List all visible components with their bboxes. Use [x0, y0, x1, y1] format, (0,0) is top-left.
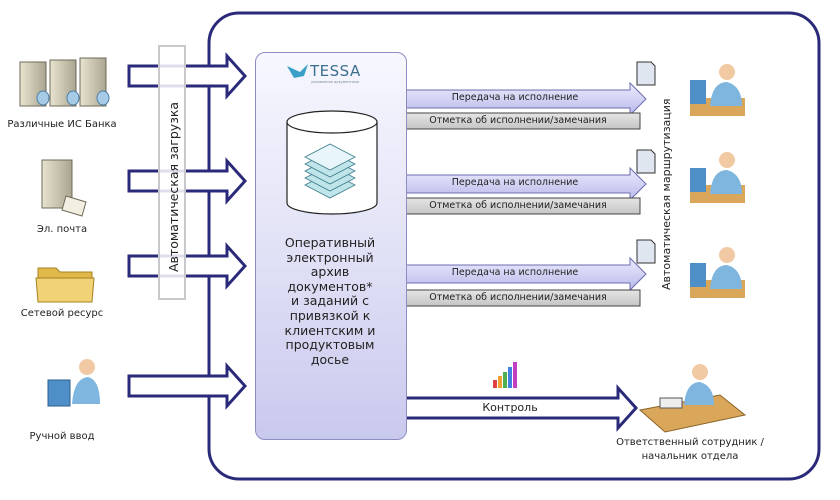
employee-icon — [690, 247, 745, 298]
auto-routing-label: Автоматическая маршрутизация — [660, 98, 673, 290]
servers-icon — [19, 57, 110, 107]
archive-line: досье — [310, 351, 350, 367]
recipient-label: начальник отдела — [641, 451, 739, 462]
archive-line: Оперативный — [284, 235, 376, 250]
folder-icon — [35, 267, 95, 303]
manager-at-desk-icon — [638, 364, 747, 433]
control-label: Контроль — [482, 401, 538, 414]
source-label: Сетевой ресурс — [20, 308, 104, 319]
source-label: Ручной ввод — [29, 431, 95, 442]
mail-server-icon — [41, 159, 87, 217]
chart-icon — [493, 362, 517, 388]
control-arrow — [397, 384, 639, 432]
archive-line: электронный — [286, 249, 374, 265]
document-icon — [636, 239, 656, 264]
employee-icons — [638, 64, 747, 433]
document-icon — [636, 61, 656, 86]
archive-line: и заданий с — [291, 293, 369, 309]
input-arrow — [127, 362, 248, 410]
back-label: Отметка об исполнении/замечания — [429, 292, 607, 303]
tessa-logo-subtitle: управление документами — [311, 80, 359, 84]
forward-arrow — [398, 166, 647, 202]
forward-label: Передача на исполнение — [451, 177, 579, 188]
forward-arrow — [398, 256, 647, 292]
forward-arrow — [398, 81, 647, 117]
archive-line: архив — [310, 264, 350, 280]
person-at-computer-icon — [47, 359, 100, 407]
archive-line: клиентским и — [284, 322, 376, 338]
input-arrows — [127, 52, 248, 410]
archive-line: продуктовым — [285, 337, 375, 353]
back-label: Отметка об исполнении/замечания — [429, 115, 607, 126]
archive-line: привязкой к — [289, 307, 371, 323]
input-arrow — [127, 157, 248, 205]
back-label: Отметка об исполнении/замечания — [429, 200, 607, 211]
routing-arrows — [385, 81, 647, 432]
document-icons — [636, 61, 656, 264]
input-arrow — [127, 52, 248, 100]
auto-load-band — [158, 45, 186, 300]
auto-load-label: Автоматическая загрузка — [166, 101, 181, 272]
forward-label: Передача на исполнение — [451, 267, 579, 278]
recipient-label: Ответственный сотрудник / — [616, 437, 764, 448]
employee-icon — [690, 152, 745, 203]
system-frame — [207, 11, 821, 481]
employee-icon — [690, 64, 745, 116]
archive-description: Оперативный электронный архив документов… — [258, 235, 402, 367]
source-label: Различные ИС Банка — [7, 119, 117, 130]
tessa-logo: TESSA — [310, 62, 361, 80]
forward-label: Передача на исполнение — [451, 92, 579, 103]
input-arrow — [127, 242, 248, 290]
document-icon — [636, 149, 656, 174]
source-label: Эл. почта — [36, 224, 88, 235]
archive-line: документов* — [287, 278, 373, 294]
